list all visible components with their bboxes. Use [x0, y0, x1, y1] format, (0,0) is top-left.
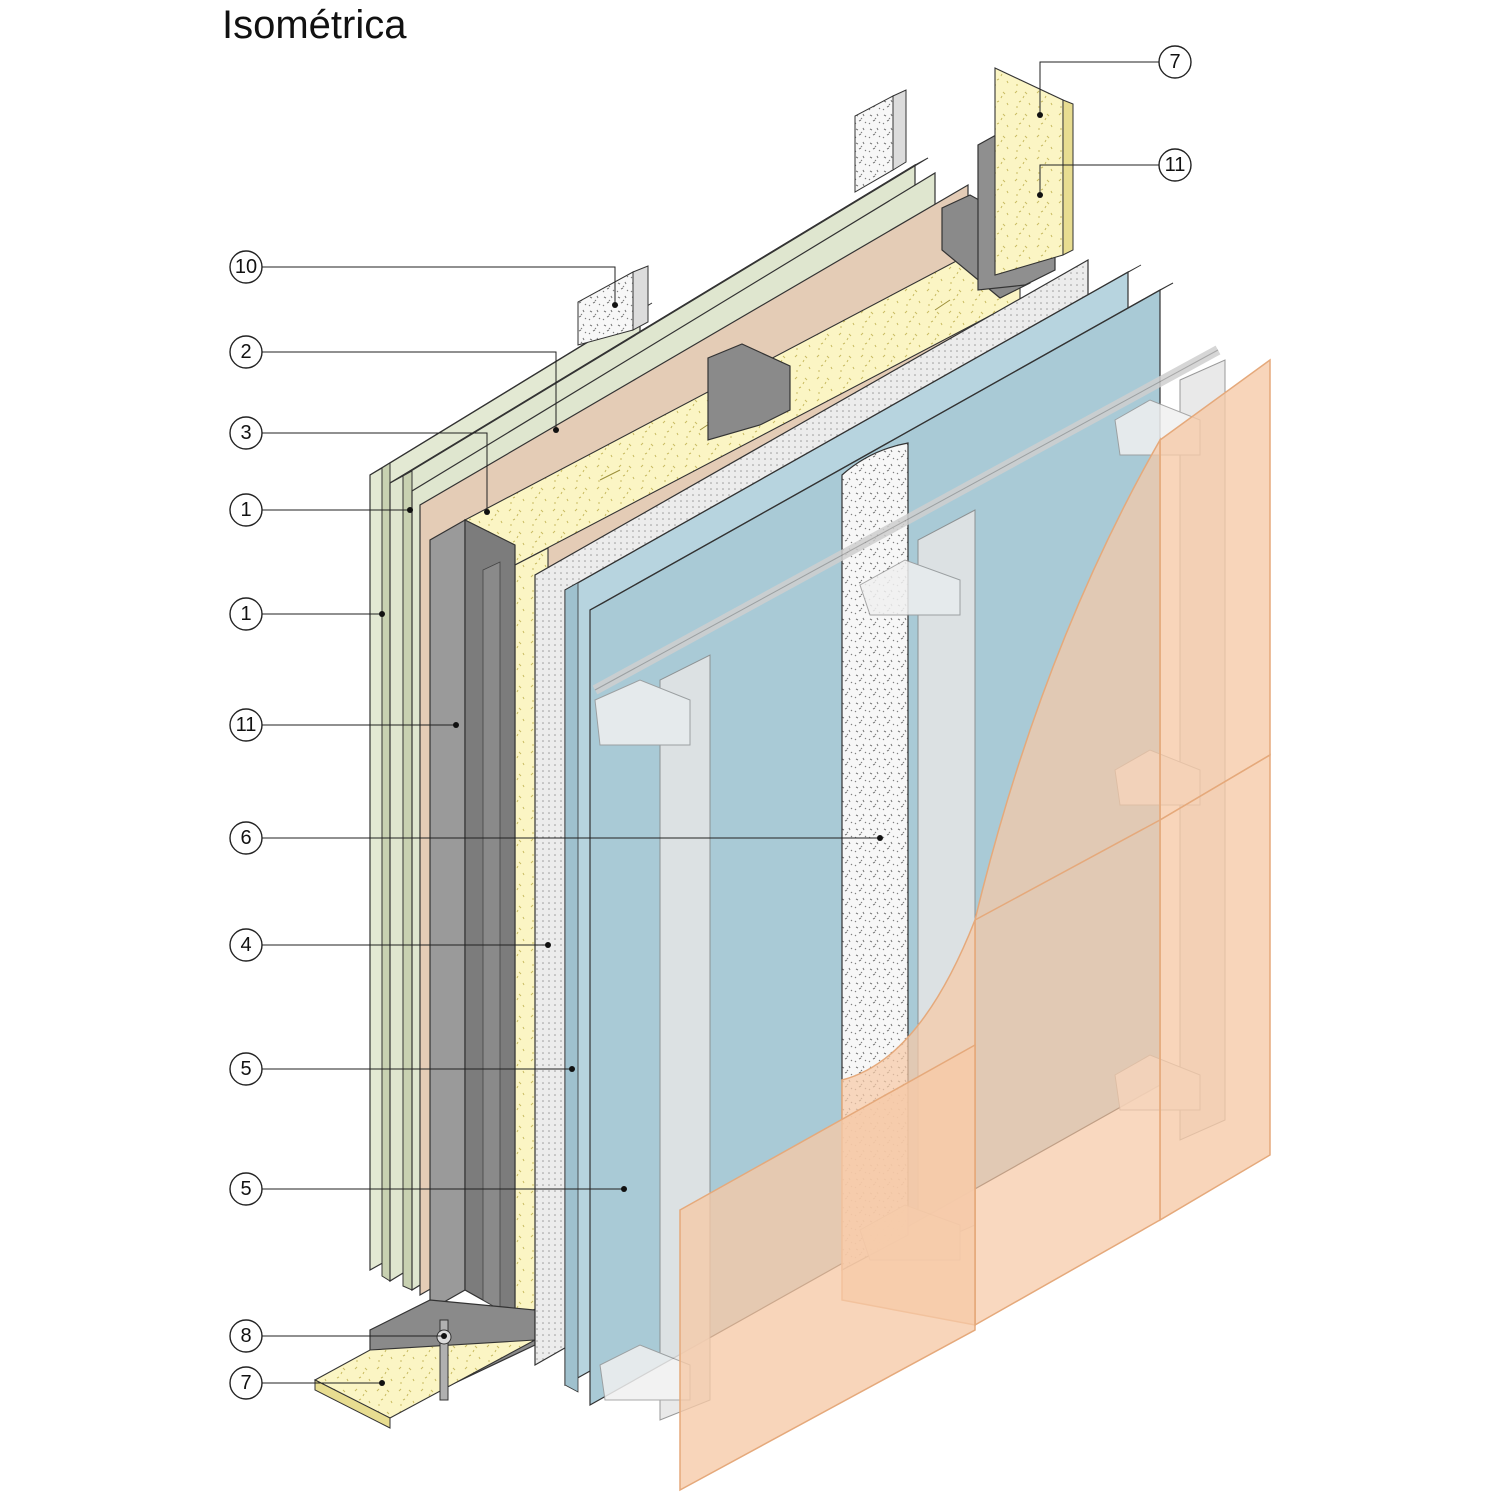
- callout-6: 6: [229, 821, 263, 855]
- callout-3: 3: [229, 416, 263, 450]
- callout-4: 4: [229, 928, 263, 962]
- callout-11-top: 11: [1158, 148, 1192, 182]
- callout-label: 10: [235, 256, 257, 278]
- callout-label: 11: [236, 714, 257, 736]
- bottom-wool-plate: [313, 1339, 536, 1429]
- callout-label: 5: [240, 1058, 251, 1080]
- callout-label: 1: [240, 499, 251, 521]
- callout-8: 8: [229, 1319, 263, 1353]
- callout-label: 2: [240, 341, 251, 363]
- callout-label: 7: [1169, 51, 1180, 73]
- callout-7-top: 7: [1158, 45, 1192, 79]
- leader-dots: [379, 112, 1043, 1386]
- facade-panels: [679, 358, 1271, 1492]
- callout-label: 8: [240, 1325, 251, 1347]
- callout-label: 4: [240, 934, 251, 956]
- callout-1-lower: 1: [229, 597, 263, 631]
- callout-5-upper: 5: [229, 1052, 263, 1086]
- callout-label: 5: [240, 1178, 251, 1200]
- callout-5-lower: 5: [229, 1172, 263, 1206]
- callout-label: 3: [240, 422, 251, 444]
- leader-lines: [262, 61, 1160, 1384]
- callout-label: 11: [1165, 154, 1186, 176]
- callout-10: 10: [229, 250, 263, 284]
- callout-label: 1: [240, 603, 251, 625]
- callout-label: 7: [240, 1372, 251, 1394]
- top-wool-plate: [994, 67, 1074, 276]
- callout-7-bottom: 7: [229, 1366, 263, 1400]
- callout-2: 2: [229, 335, 263, 369]
- callout-1-upper: 1: [229, 493, 263, 527]
- callout-11-left: 11: [229, 708, 263, 742]
- diagram-title: Isométrica: [222, 3, 407, 47]
- corner-blocks: [577, 89, 907, 346]
- callout-label: 6: [240, 827, 251, 849]
